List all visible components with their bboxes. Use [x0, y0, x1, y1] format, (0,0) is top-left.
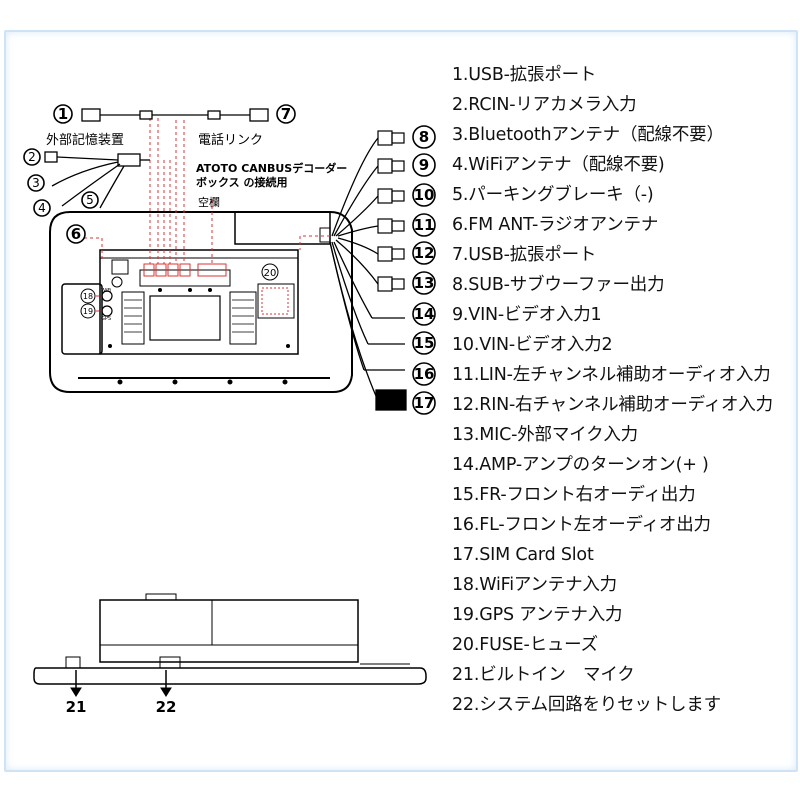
- legend-item: 21.ビルトイン マイク: [452, 665, 635, 685]
- legend-item: 16.FL-フロント左オーディオ出力: [452, 515, 711, 535]
- legend-item: 9.VIN-ビデオ入力1: [452, 305, 602, 325]
- legend-item: 7.USB-拡張ポート: [452, 245, 597, 265]
- legend-item: 22.システム回路をりセットします: [452, 695, 721, 715]
- marker-22: 22: [156, 698, 177, 716]
- marker-21: 21: [66, 698, 87, 716]
- marker-16: 16: [414, 365, 435, 383]
- legend-item: 1.USB-拡張ポート: [452, 65, 597, 85]
- legend-item: 11.LIN-左チャンネル補助オーディオ入力: [452, 365, 771, 385]
- label-canbus-line2: ボックス の接続用: [196, 175, 288, 189]
- marker-18: 18: [83, 292, 93, 301]
- legend-list: 1.USB-拡張ポート 2.RCIN-リアカメラ入力 3.Bluetoothアン…: [452, 60, 797, 720]
- marker-12: 12: [414, 244, 435, 262]
- marker-20: 20: [264, 268, 277, 279]
- label-empty-slot: 空欄: [198, 195, 220, 209]
- marker-6: 6: [71, 225, 81, 243]
- legend-item: 8.SUB-サブウーファー出力: [452, 275, 665, 295]
- legend-item: 17.SIM Card Slot: [452, 545, 594, 565]
- side-view: [33, 593, 427, 697]
- marker-2: 2: [28, 150, 36, 164]
- legend-item: 3.Bluetoothアンテナ（配線不要）: [452, 125, 724, 145]
- legend-item: 15.FR-フロント右オーディ出力: [452, 485, 696, 505]
- marker-15: 15: [414, 334, 435, 352]
- marker-7: 7: [281, 105, 291, 123]
- legend-item: 4.WiFiアンテナ（配線不要): [452, 155, 665, 175]
- right-cables: [329, 130, 407, 411]
- marker-9: 9: [419, 156, 429, 174]
- legend-item: 2.RCIN-リアカメラ入力: [452, 95, 637, 115]
- marker-3: 3: [32, 176, 40, 190]
- marker-19: 19: [83, 307, 93, 316]
- left-cables: [44, 108, 269, 209]
- marker-13: 13: [414, 274, 435, 292]
- label-external-storage: 外部記憶装置: [46, 132, 124, 148]
- marker-circles: [23, 104, 436, 415]
- red-guide-lines: [84, 118, 330, 312]
- marker-4: 4: [38, 201, 46, 215]
- marker-5: 5: [86, 193, 94, 207]
- legend-item: 14.AMP-アンプのターンオン(+ ): [452, 455, 709, 475]
- legend-item: 20.FUSE-ヒューズ: [452, 635, 598, 655]
- marker-10: 10: [414, 186, 435, 204]
- legend-item: 13.MIC-外部マイク入力: [452, 425, 638, 445]
- legend-item: 19.GPS アンテナ入力: [452, 605, 623, 625]
- legend-item: 12.RIN-右チャンネル補助オーディオ入力: [452, 395, 773, 415]
- marker-8: 8: [419, 128, 429, 146]
- marker-11: 11: [414, 216, 435, 234]
- head-unit-rear: [49, 211, 353, 393]
- port-label-gps: GPS: [101, 316, 111, 322]
- legend-item: 18.WiFiアンテナ入力: [452, 575, 617, 595]
- legend-item: 5.パーキングブレーキ（-): [452, 185, 654, 205]
- outer-frame: [4, 30, 798, 772]
- label-canbus-line1: ATOTO CANBUSデコーダー: [196, 161, 347, 175]
- legend-item: 6.FM ANT-ラジオアンテナ: [452, 215, 659, 235]
- legend-item: 10.VIN-ビデオ入力2: [452, 335, 613, 355]
- port-label-wifi: WiFi: [101, 288, 111, 294]
- marker-14: 14: [414, 305, 435, 323]
- marker-1: 1: [58, 105, 68, 123]
- marker-17: 17: [414, 394, 435, 412]
- label-phone-link: 電話リンク: [198, 132, 263, 148]
